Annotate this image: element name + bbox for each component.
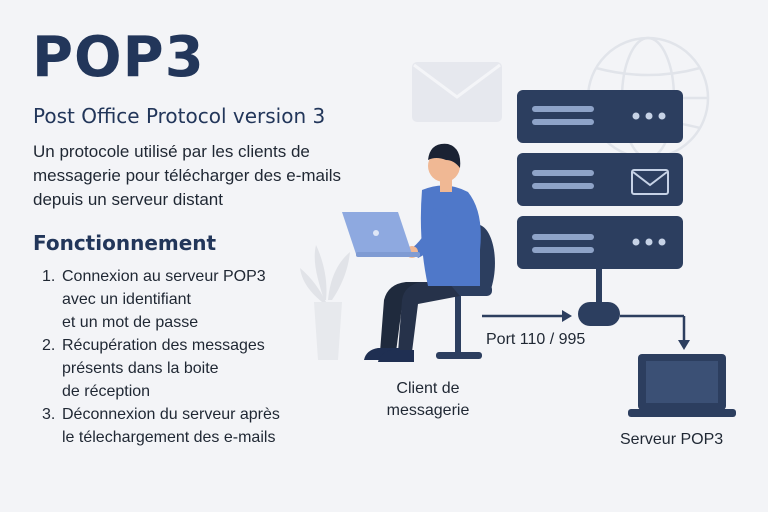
laptop-icon: [628, 354, 736, 417]
page-subtitle: Post Office Protocol version 3: [33, 104, 326, 128]
arrow-icon: [678, 340, 690, 350]
step-text: Déconnexion du serveur après: [62, 406, 280, 423]
step-text: de réception: [62, 383, 151, 400]
step-number: 1.: [42, 268, 56, 285]
envelope-icon: [412, 62, 502, 122]
description-text: Un protocole utilisé par les clients de …: [33, 142, 342, 209]
step-number: 3.: [42, 406, 56, 423]
step-text: et un mot de passe: [62, 314, 199, 331]
step-text: Connexion au serveur POP3: [62, 268, 266, 285]
laptop-icon: [342, 212, 420, 257]
step-text: le télechargement des e-mails: [62, 429, 276, 446]
port-label: Port 110 / 995: [486, 331, 586, 348]
arrow-icon: [562, 310, 572, 322]
steps-list: 1. Connexion au serveur POP3 avec un ide…: [42, 265, 342, 449]
list-item: 3. Déconnexion du serveur après le télec…: [42, 403, 342, 449]
step-text: présents dans la boite: [62, 360, 219, 377]
step-text: avec un identifiant: [62, 291, 191, 308]
server-icon: [517, 90, 683, 326]
list-item: 1. Connexion au serveur POP3 avec un ide…: [42, 265, 342, 334]
arrow-icon: [482, 314, 686, 340]
plant-icon: [300, 245, 350, 360]
server-label: Serveur POP3: [620, 431, 724, 448]
client-label: Client de messagerie: [386, 380, 470, 419]
section-title: Fonctionnement: [33, 231, 217, 255]
step-number: 2.: [42, 337, 56, 354]
list-item: 2. Récupération des messages présents da…: [42, 334, 342, 403]
page-title: POP3: [32, 25, 205, 90]
step-text: Récupération des messages: [62, 337, 265, 354]
